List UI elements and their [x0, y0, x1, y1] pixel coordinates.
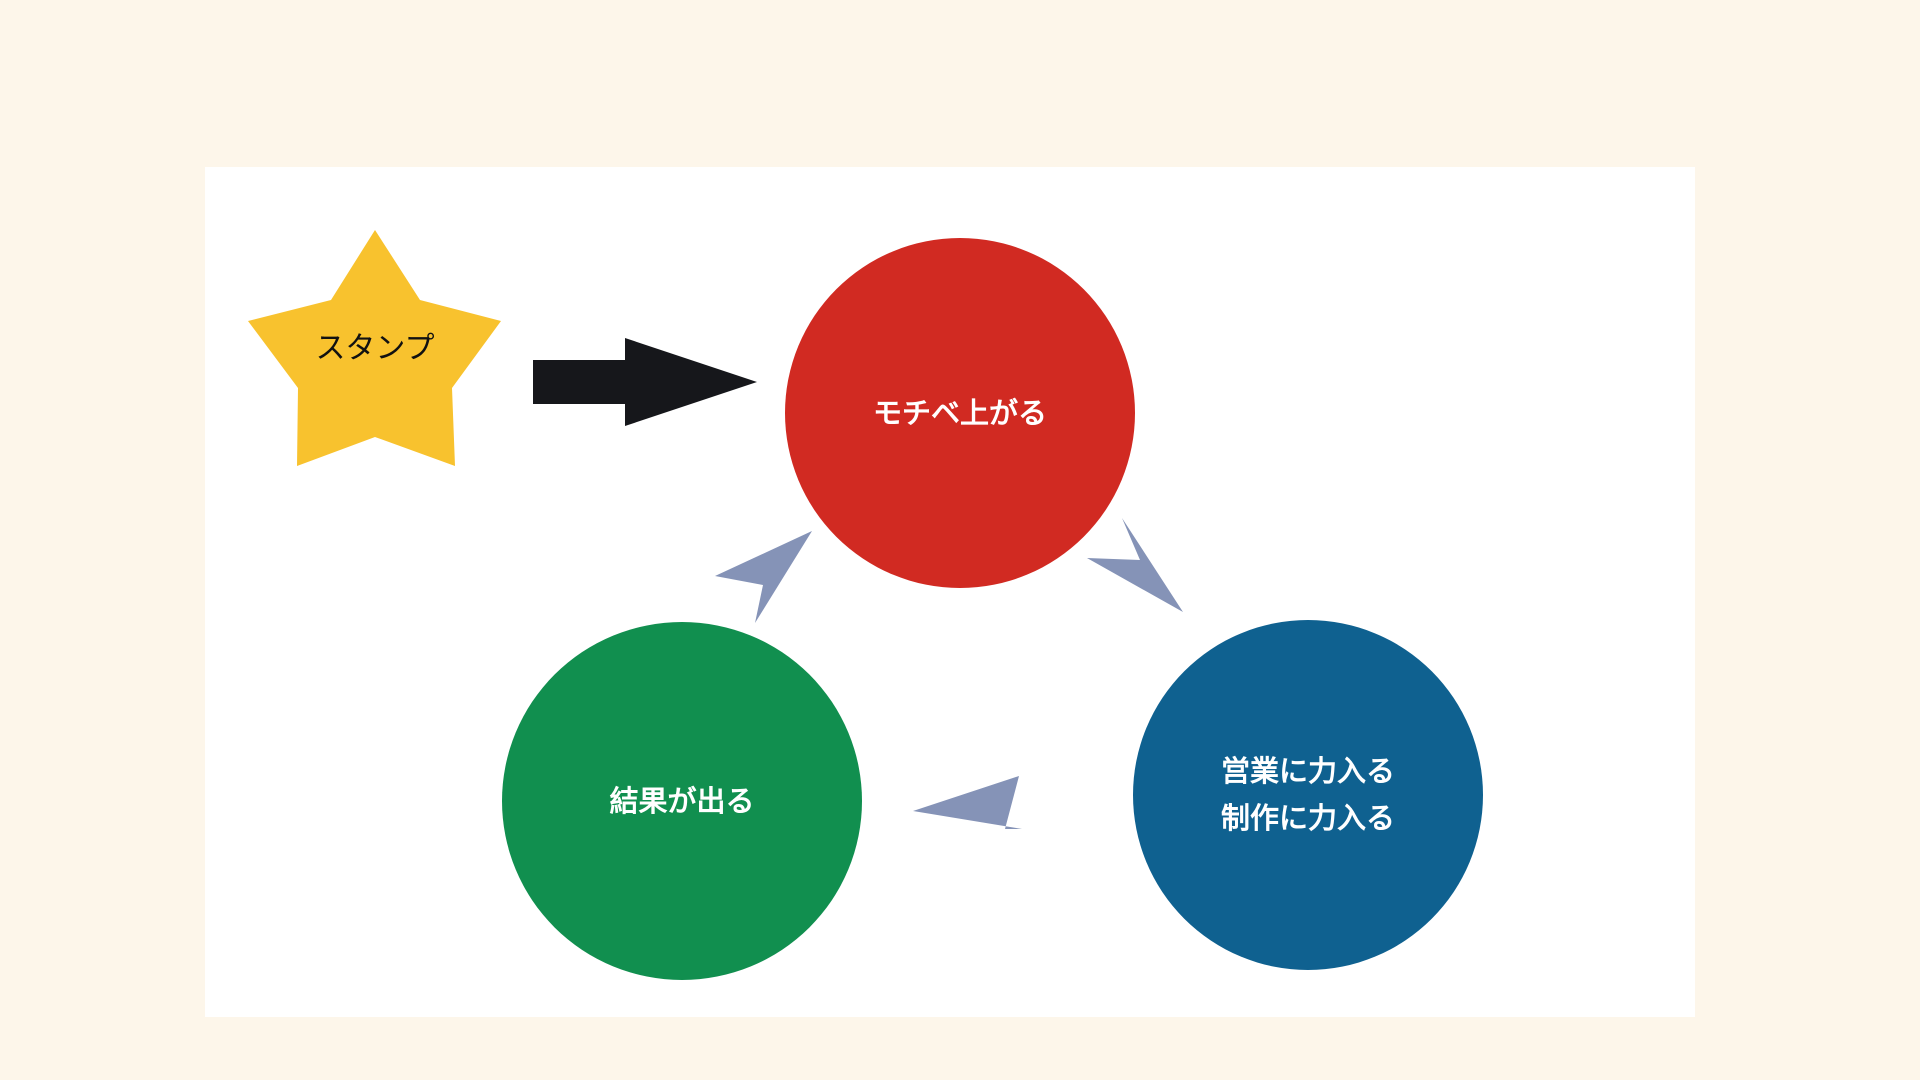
- results-label: 結果が出る: [609, 783, 755, 818]
- sales-production-label: 営業に力入る 制作に力入る: [1220, 754, 1395, 835]
- motivation-to-sales-arrow: [1087, 518, 1183, 612]
- motivation-label: モチベ上がる: [872, 395, 1047, 430]
- star-icon: [248, 230, 501, 466]
- stamp-to-motivation-arrow: [533, 338, 757, 426]
- stamp-star: スタンプ: [245, 228, 505, 468]
- results-node: 結果が出る: [502, 622, 862, 980]
- stamp-label: スタンプ: [315, 331, 435, 366]
- results-to-motivation-arrow: [715, 531, 812, 623]
- sales-to-results-arrow: [913, 776, 1022, 829]
- sales-production-node: 営業に力入る 制作に力入る: [1133, 620, 1483, 970]
- motivation-node: モチベ上がる: [785, 238, 1135, 588]
